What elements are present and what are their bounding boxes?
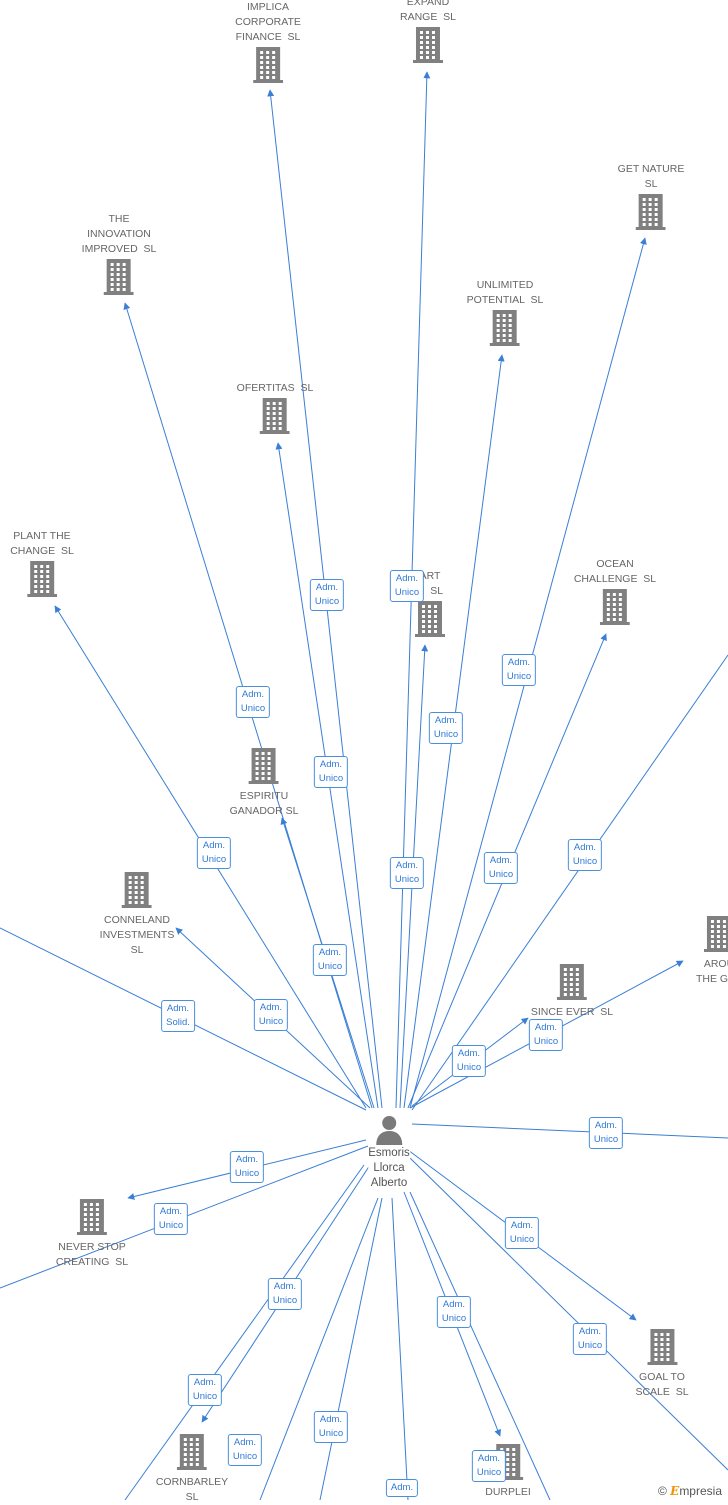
relation-label[interactable]: Adm. Unico xyxy=(451,1045,487,1077)
relation-label[interactable]: Adm. Unico xyxy=(187,1374,223,1406)
relation-label[interactable]: Adm. Unico xyxy=(229,1151,265,1183)
building-icon xyxy=(557,962,587,1005)
relation-label[interactable]: Adm. Unico xyxy=(572,1323,608,1355)
company-node[interactable]: CORNBARLEY SL xyxy=(156,1432,228,1505)
relation-label[interactable]: Adm. Unico xyxy=(567,839,603,871)
relation-label[interactable]: Adm. Unico xyxy=(227,1434,263,1466)
company-node[interactable]: ESPIRITU GANADOR SL xyxy=(229,746,299,819)
relation-edge xyxy=(409,1191,551,1500)
building-icon xyxy=(176,1432,207,1475)
company-node[interactable]: CONNELAND INVESTMENTS SL xyxy=(99,870,175,958)
relation-label[interactable]: Adm. xyxy=(385,1479,419,1497)
relation-edge xyxy=(391,1197,409,1500)
company-node[interactable]: AROU THE GLO xyxy=(696,914,728,987)
building-icon xyxy=(248,746,279,789)
empresia-logo: © Empresia xyxy=(657,1484,722,1498)
company-node[interactable]: IMPLICA CORPORATE FINANCE SL xyxy=(235,0,301,88)
relation-label[interactable]: Adm. Unico xyxy=(153,1203,189,1235)
relation-label[interactable]: Adm. Unico xyxy=(504,1217,540,1249)
company-node[interactable]: GET NATURE SL xyxy=(617,162,685,235)
building-icon xyxy=(704,914,728,957)
relation-label[interactable]: Adm. Unico xyxy=(588,1117,624,1149)
relation-label[interactable]: Adm. Unico xyxy=(196,837,232,869)
building-icon xyxy=(599,587,630,630)
company-node[interactable]: EXPAND RANGE SL xyxy=(400,0,456,68)
building-icon xyxy=(413,25,443,68)
relation-label[interactable]: Adm. Unico xyxy=(483,852,519,884)
company-name: PLANT THE CHANGE SL xyxy=(10,530,74,557)
building-icon xyxy=(415,599,445,642)
relation-label[interactable]: Adm. Unico xyxy=(528,1019,564,1051)
company-name: GET NATURE SL xyxy=(617,163,685,190)
company-name: IMPLICA CORPORATE FINANCE SL xyxy=(235,1,301,43)
relation-label[interactable]: Adm. Unico xyxy=(428,712,464,744)
company-name: THE INNOVATION IMPROVED SL xyxy=(81,213,157,255)
relation-label[interactable]: Adm. Solid. xyxy=(161,1000,195,1032)
relation-edge xyxy=(259,1197,379,1500)
relation-label[interactable]: Adm. Unico xyxy=(471,1450,507,1482)
relation-label[interactable]: Adm. Unico xyxy=(313,1411,349,1443)
relation-label[interactable]: Adm. Unico xyxy=(267,1278,303,1310)
relation-label[interactable]: Adm. Unico xyxy=(235,686,271,718)
relation-label[interactable]: Adm. Unico xyxy=(253,999,289,1031)
relation-edge xyxy=(319,1197,383,1500)
company-name: OFERTITAS SL xyxy=(236,382,314,394)
relation-label[interactable]: Adm. Unico xyxy=(389,570,425,602)
relation-edge xyxy=(409,1157,728,1471)
company-name: ESPIRITU GANADOR SL xyxy=(229,790,299,817)
relation-label[interactable]: Adm. Unico xyxy=(309,579,345,611)
building-icon xyxy=(647,1327,677,1370)
relation-edge xyxy=(411,654,728,1111)
relation-label[interactable]: Adm. Unico xyxy=(501,654,537,686)
building-icon xyxy=(104,257,134,300)
company-node[interactable]: PLANT THE CHANGE SL xyxy=(10,529,74,602)
person-name: Esmoris Llorca Alberto xyxy=(368,1146,410,1191)
company-node[interactable]: NEVER STOP CREATING SL xyxy=(56,1197,128,1270)
building-icon xyxy=(77,1197,107,1240)
relation-label[interactable]: Adm. Unico xyxy=(312,944,348,976)
company-name: SINCE EVER SL xyxy=(530,1006,614,1018)
building-icon xyxy=(122,870,152,913)
company-name: EXPAND RANGE SL xyxy=(399,0,457,23)
company-node[interactable]: UNLIMITED POTENTIAL SL xyxy=(466,278,544,351)
company-name: CORNBARLEY SL xyxy=(155,1476,229,1503)
building-icon xyxy=(635,192,666,235)
company-name: DURPLEI xyxy=(485,1486,531,1498)
building-icon xyxy=(489,308,520,351)
company-name: GOAL TO SCALE SL xyxy=(635,1371,689,1398)
relation-label[interactable]: Adm. Unico xyxy=(436,1296,472,1328)
company-node[interactable]: GOAL TO SCALE SL xyxy=(635,1327,689,1400)
company-name: NEVER STOP CREATING SL xyxy=(55,1241,129,1268)
company-name: UNLIMITED POTENTIAL SL xyxy=(466,279,544,306)
relation-edge xyxy=(124,1164,365,1500)
company-name: CONNELAND INVESTMENTS SL xyxy=(99,914,175,956)
building-icon xyxy=(26,559,57,602)
relation-label[interactable]: Adm. Unico xyxy=(313,756,349,788)
person-icon xyxy=(376,1116,402,1145)
company-node[interactable]: OCEAN CHALLENGE SL xyxy=(574,557,656,630)
company-node[interactable]: SINCE EVER SL xyxy=(531,962,613,1020)
relation-label[interactable]: Adm. Unico xyxy=(389,857,425,889)
building-icon xyxy=(259,396,290,439)
building-icon xyxy=(252,45,283,88)
company-node[interactable]: THE INNOVATION IMPROVED SL xyxy=(81,212,157,300)
person-node[interactable]: Esmoris Llorca Alberto xyxy=(368,1114,410,1191)
company-name: OCEAN CHALLENGE SL xyxy=(573,558,657,585)
company-node[interactable]: OFERTITAS SL xyxy=(236,381,314,439)
company-name: AROU THE GLO xyxy=(695,958,728,985)
relation-edge xyxy=(411,1123,728,1139)
